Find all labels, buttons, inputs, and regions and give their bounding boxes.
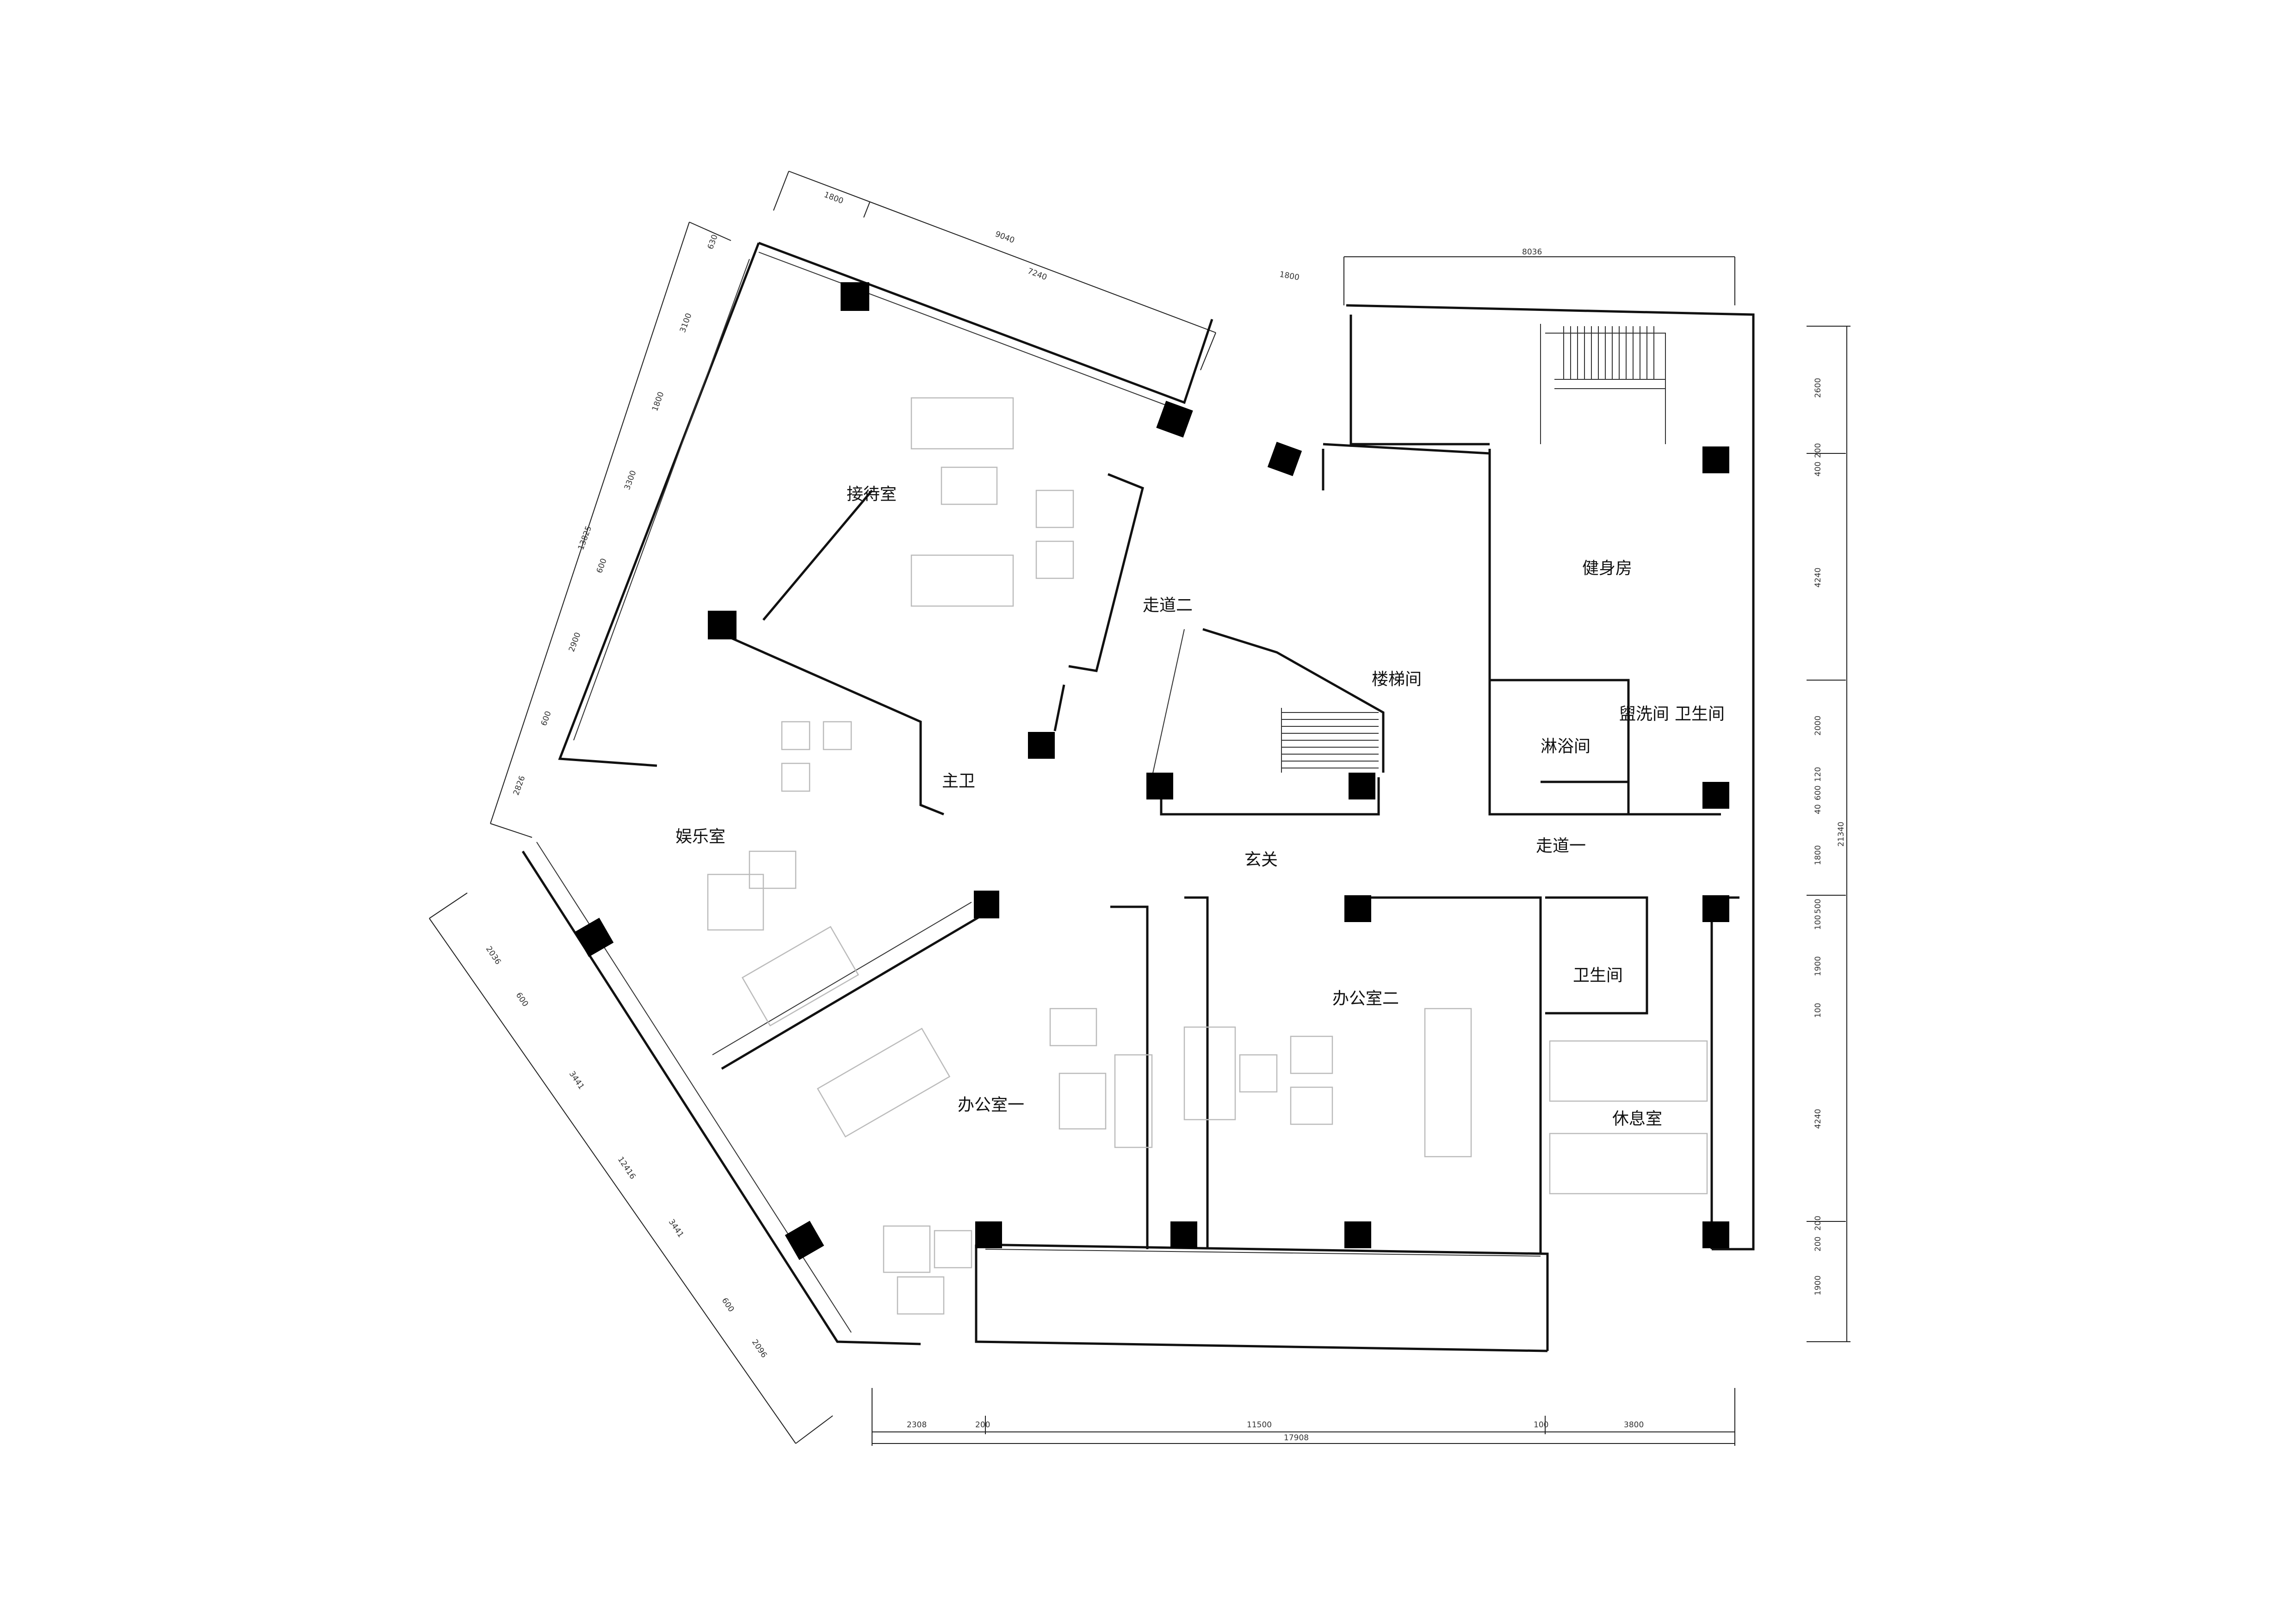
dim-left-s6: 2900 — [567, 631, 583, 653]
dim-bottom-s2: 200 — [975, 1420, 990, 1430]
dim-lowerleft-s2: 600 — [514, 991, 530, 1009]
dim-right-s10: 500 — [1813, 899, 1823, 914]
dim-right-s9: 1800 — [1813, 845, 1823, 865]
room-corridor-one: 走道一 — [1536, 836, 1586, 855]
room-stairwell: 楼梯间 — [1372, 670, 1422, 689]
dim-top-right-total: 8036 — [1522, 248, 1542, 257]
dimension-lines — [429, 171, 1850, 1446]
dim-bottom-s3: 11500 — [1247, 1420, 1272, 1430]
dim-lowerleft-s4: 3441 — [667, 1218, 686, 1239]
dim-left-s7: 600 — [539, 710, 553, 727]
dim-right-s4: 4240 — [1813, 568, 1823, 588]
dim-right-s14: 4240 — [1813, 1109, 1823, 1129]
room-rest-room: 休息室 — [1612, 1109, 1662, 1128]
dim-bottom-s1: 2308 — [907, 1420, 927, 1430]
dimension-labels: 1800 9040 7240 1800 8036 13825 630 3100 … — [484, 190, 1846, 1443]
dim-left-total: 13825 — [576, 525, 594, 551]
dim-top-seg1: 1800 — [823, 190, 845, 206]
dim-top-total: 9040 — [994, 229, 1016, 245]
dim-right-s1: 2600 — [1813, 378, 1823, 398]
columns — [574, 282, 1729, 1260]
room-corridor-two: 走道二 — [1143, 596, 1193, 615]
dim-lowerleft-s1: 2036 — [484, 945, 503, 966]
room-toilet-upper: 卫生间 — [1675, 705, 1725, 724]
dim-bottom-s5: 3800 — [1624, 1420, 1644, 1430]
dim-right-s16: 200 — [1813, 1237, 1823, 1251]
dim-right-s8: 40 — [1813, 804, 1823, 814]
dim-left-s2: 3100 — [678, 312, 694, 334]
dim-bottom-s4: 100 — [1534, 1420, 1548, 1430]
dim-lowerleft-total: 12416 — [616, 1155, 637, 1181]
walls — [521, 242, 1755, 1352]
dim-right-s2: 200 — [1813, 443, 1823, 458]
room-labels: 接待室 走道二 楼梯间 健身房 主卫 娱乐室 淋浴间 盥洗间 卫生间 玄关 走道… — [675, 485, 1725, 1128]
dim-right-s15: 200 — [1813, 1216, 1823, 1231]
dim-right-s5: 2000 — [1813, 716, 1823, 736]
room-toilet-lower: 卫生间 — [1573, 966, 1623, 985]
room-entertainment: 娱乐室 — [675, 827, 725, 846]
dim-right-s11: 100 — [1813, 915, 1823, 930]
dim-right-s12: 1900 — [1813, 956, 1823, 976]
dim-lowerleft-s6: 2096 — [750, 1338, 769, 1360]
room-gym: 健身房 — [1582, 559, 1632, 578]
dim-right-total: 21340 — [1837, 822, 1846, 847]
dim-right-s7: 600 — [1813, 786, 1823, 800]
dim-right-s17: 1900 — [1813, 1276, 1823, 1295]
room-office-one: 办公室一 — [958, 1096, 1024, 1115]
dim-lowerleft-s3: 3441 — [567, 1070, 586, 1091]
stairs — [1281, 326, 1665, 773]
dim-left-s5: 600 — [595, 557, 609, 574]
dim-left-s8: 2826 — [512, 774, 527, 796]
dim-bottom-total: 17908 — [1284, 1433, 1309, 1443]
dim-left-s3: 1800 — [650, 390, 666, 412]
furniture — [707, 397, 1708, 1315]
dim-right-s3: 400 — [1813, 462, 1823, 477]
dim-right-s13: 100 — [1813, 1003, 1823, 1018]
room-reception: 接待室 — [847, 485, 897, 504]
room-master-bath: 主卫 — [942, 772, 975, 791]
room-shower: 淋浴间 — [1541, 737, 1590, 756]
room-washroom: 盥洗间 — [1619, 705, 1669, 724]
dim-left-s1: 630 — [706, 233, 720, 250]
dim-left-s4: 3300 — [623, 469, 638, 491]
dim-top-right-small: 1800 — [1279, 270, 1300, 282]
dim-lowerleft-s5: 600 — [720, 1296, 736, 1314]
room-office-two: 办公室二 — [1332, 989, 1399, 1008]
dim-top-seg2: 7240 — [1026, 266, 1048, 282]
dim-right-s6: 120 — [1813, 767, 1823, 782]
room-foyer: 玄关 — [1244, 850, 1278, 869]
